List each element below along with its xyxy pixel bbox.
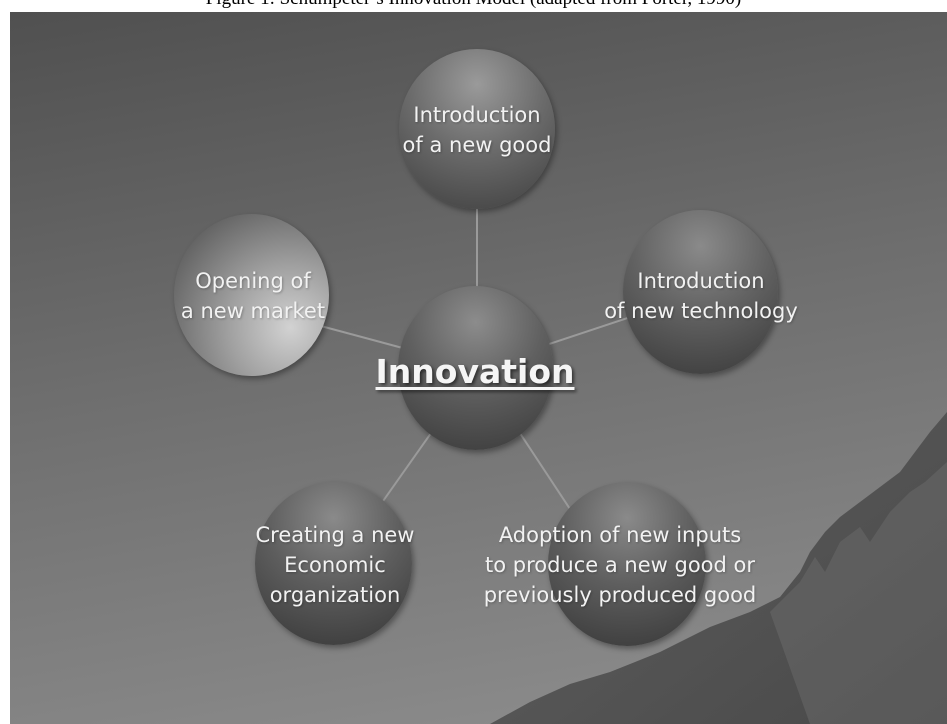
node-new-inputs-line-2: to produce a new good or: [484, 553, 756, 577]
node-new-good-bubble: [399, 49, 555, 209]
node-new-inputs-line-3: previously produced good: [483, 583, 757, 607]
node-new-market-label: Opening of a new market: [158, 266, 348, 326]
node-new-market-bubble: [174, 214, 329, 376]
diagram-slide: Introduction of a new good Introduction …: [10, 12, 947, 724]
node-new-inputs-bubble: [548, 482, 706, 646]
center-label: Innovation: [375, 352, 575, 391]
node-new-technology-line-2: of new technology: [604, 299, 798, 323]
mountain-highlight: [770, 462, 947, 724]
node-new-organization-line-3: organization: [269, 583, 401, 607]
node-new-technology-label: Introduction of new technology: [590, 266, 812, 326]
center-bubble: [398, 286, 553, 450]
mountain-decoration: [490, 412, 947, 724]
node-new-organization-line-1: Creating a new: [255, 523, 415, 547]
node-new-organization-line-2: Economic: [284, 553, 386, 577]
node-new-technology-bubble: [623, 210, 778, 374]
node-new-good-line-1: Introduction: [413, 103, 541, 127]
node-new-inputs-line-1: Adoption of new inputs: [498, 523, 742, 547]
node-new-good-label: Introduction of a new good: [380, 100, 574, 160]
node-new-organization-bubble: [255, 482, 412, 645]
node-new-market-line-1: Opening of: [195, 269, 311, 293]
node-new-technology-line-1: Introduction: [637, 269, 765, 293]
node-new-organization-label: Creating a new Economic organization: [238, 520, 432, 610]
node-new-good-line-2: of a new good: [402, 133, 552, 157]
figure-caption: Figure 1: Schumpeter’s Innovation Model …: [0, 0, 947, 16]
node-new-inputs-label: Adoption of new inputs to produce a new …: [455, 520, 785, 610]
node-new-market-line-2: a new market: [180, 299, 326, 323]
